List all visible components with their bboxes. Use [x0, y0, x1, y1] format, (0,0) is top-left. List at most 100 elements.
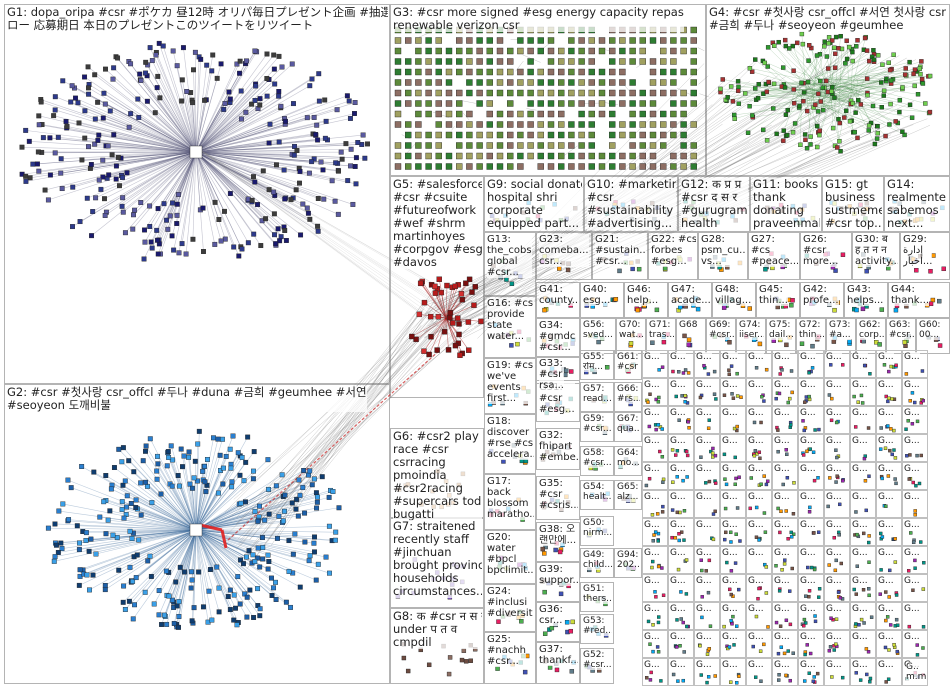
node — [56, 135, 61, 140]
node — [901, 85, 905, 89]
node — [732, 113, 736, 117]
node — [816, 672, 819, 675]
node — [685, 592, 688, 595]
node — [831, 126, 835, 130]
node — [405, 69, 411, 75]
mini-group-label: G... — [852, 548, 868, 558]
node — [888, 449, 891, 452]
node — [645, 676, 648, 679]
node — [23, 128, 28, 133]
mini-group-label: G... — [644, 492, 660, 502]
node — [733, 643, 736, 646]
node — [892, 429, 895, 432]
node — [37, 122, 42, 127]
group-label-line: G20: — [487, 532, 534, 543]
node — [446, 90, 452, 96]
node — [507, 153, 513, 159]
node — [292, 144, 297, 149]
edge — [700, 94, 710, 97]
node — [497, 122, 503, 128]
group-label-line: csr... — [539, 256, 589, 267]
node — [253, 559, 258, 564]
node — [691, 48, 697, 54]
node — [111, 66, 116, 71]
node — [579, 143, 585, 149]
node — [487, 101, 493, 107]
node — [162, 613, 167, 618]
node — [347, 99, 352, 104]
node — [426, 80, 432, 86]
node — [210, 69, 215, 74]
node — [889, 427, 892, 430]
node — [415, 111, 421, 117]
mini-group-label: G... — [878, 380, 894, 390]
node — [677, 568, 680, 571]
group-label-line: G46: — [627, 284, 658, 295]
group-label-g34: G34:#gmdc#csr... — [539, 320, 575, 353]
group-label-g60: G60:00... — [919, 320, 940, 340]
mini-group-label: G... — [878, 352, 894, 362]
node — [868, 680, 871, 683]
node — [909, 399, 912, 402]
node — [446, 122, 452, 128]
group-label-g39: G39:suppor... — [539, 564, 578, 586]
node — [609, 69, 615, 75]
node — [101, 158, 106, 163]
node — [830, 617, 833, 620]
node — [548, 69, 554, 75]
node — [908, 453, 911, 456]
mini-group-label: G... — [696, 604, 712, 614]
node — [150, 58, 155, 63]
node — [428, 314, 433, 319]
node — [842, 116, 846, 120]
node — [66, 517, 71, 522]
node — [238, 59, 243, 64]
group-label-g3: G3: #csr more signed #esg energy capacit… — [393, 6, 684, 32]
node — [266, 553, 271, 558]
node — [900, 130, 904, 134]
node — [272, 232, 277, 237]
node — [322, 197, 327, 202]
node — [884, 619, 887, 622]
node — [650, 59, 656, 65]
node — [528, 38, 534, 44]
node — [422, 300, 427, 305]
node — [125, 494, 130, 499]
node — [436, 48, 442, 54]
group-label-line: iiser... — [739, 330, 764, 340]
node — [728, 646, 731, 649]
node — [599, 164, 605, 170]
node — [682, 679, 685, 682]
node — [61, 502, 66, 507]
group-label-line: إدارة — [903, 245, 932, 256]
node — [116, 155, 121, 160]
node — [181, 45, 186, 50]
group-label-g43: G43:helps... — [847, 284, 883, 306]
node — [507, 164, 513, 170]
node — [125, 171, 130, 176]
group-label-line: G25: — [487, 634, 526, 645]
node — [911, 422, 914, 425]
group-label-line: G55: — [583, 352, 604, 362]
node — [904, 66, 908, 70]
group-label-g51: G51:thers... — [583, 584, 612, 604]
node — [277, 89, 282, 94]
node — [640, 38, 646, 44]
node — [156, 252, 161, 256]
group-label-g74: G74:iiser... — [739, 320, 764, 340]
group-label-line: G47: — [671, 284, 710, 295]
node — [497, 132, 503, 138]
node — [629, 341, 633, 345]
group-label-line: G37: — [539, 644, 578, 655]
mini-group-label: G... — [722, 408, 738, 418]
group-label-g26: G26:#csrmore... — [803, 234, 838, 267]
node — [106, 173, 111, 178]
node — [748, 66, 752, 70]
node — [276, 227, 281, 232]
mini-group-label: G... — [800, 464, 816, 474]
node — [813, 568, 816, 571]
node — [466, 38, 472, 44]
node — [630, 143, 636, 149]
node — [681, 101, 687, 107]
group-label-line: G35: — [539, 478, 578, 489]
